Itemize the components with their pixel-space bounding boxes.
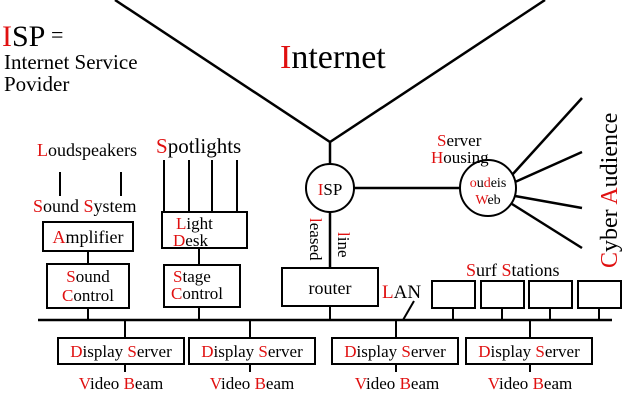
sound-control-line1: Sound <box>66 267 110 286</box>
display-server-label-3: Display Server <box>344 342 446 361</box>
display-server-label-2: Display Server <box>201 342 303 361</box>
audience-line-1 <box>511 97 583 176</box>
light-desk-line1: Light <box>176 214 213 233</box>
light-desk-box <box>161 211 248 249</box>
leased-line-label-1: leased <box>306 218 325 261</box>
cyber-audience-label: Cyber Audience <box>597 113 623 268</box>
surf-station-1 <box>431 280 476 309</box>
audience-line-4 <box>511 202 583 250</box>
isp-node <box>305 163 355 213</box>
lan-pointer <box>402 300 415 321</box>
legend-equals: = <box>51 22 63 47</box>
display-server-label-4: Display Server <box>478 342 580 361</box>
spotlights-label: Spotlights <box>156 134 241 158</box>
server-housing-line2: Housing <box>431 148 489 167</box>
legend-line1: Internet Service <box>4 50 138 74</box>
thin-connectors <box>59 160 600 372</box>
loudspeakers-label: Loudspeakers <box>37 140 137 160</box>
oudeis-web-node <box>459 159 517 217</box>
video-beam-label-3: Video Beam <box>355 374 439 393</box>
display-server-box-1 <box>57 337 185 365</box>
amplifier-box <box>42 221 134 252</box>
stage-control-line2: Control <box>171 284 223 303</box>
light-desk-line2: Desk <box>173 231 208 250</box>
sound-control-box <box>46 263 130 309</box>
sound-system-label: Sound System <box>33 196 137 216</box>
connectors <box>38 0 612 322</box>
surf-station-3 <box>528 280 573 309</box>
audience-line-2 <box>514 150 583 184</box>
surf-station-2 <box>480 280 525 309</box>
leased-line-label-2: line <box>334 232 353 258</box>
video-beam-label-2: Video Beam <box>210 374 294 393</box>
isp-node-label: ISP <box>318 180 343 199</box>
oudeis-web-line1: oudeis <box>470 176 507 191</box>
display-server-box-4 <box>465 337 593 365</box>
lan-label: LAN <box>382 282 421 303</box>
display-server-box-2 <box>188 337 316 365</box>
video-beam-label-1: Video Beam <box>79 374 163 393</box>
stage-control-line1: Stage <box>173 267 211 286</box>
legend-line2: Povider <box>4 72 69 96</box>
internet-link-left <box>114 0 331 144</box>
labels: ISP = Internet Service Povider Internet … <box>2 20 623 393</box>
router-label: router <box>309 278 352 298</box>
video-beam-label-4: Video Beam <box>488 374 572 393</box>
legend-abbr: ISP <box>2 20 45 53</box>
oudeis-web-line2: Web <box>475 193 500 208</box>
router-box <box>281 267 379 307</box>
amplifier-label: Amplifier <box>53 227 124 247</box>
surf-stations-label: Surf Stations <box>466 260 560 280</box>
display-server-box-3 <box>331 337 459 365</box>
audience-line-3 <box>514 194 583 210</box>
server-housing-line1: Server <box>437 131 482 150</box>
internet-link-right <box>329 0 546 144</box>
internet-label: Internet <box>280 39 386 76</box>
nodes <box>42 159 622 365</box>
surf-station-4 <box>577 280 622 309</box>
display-server-label-1: Display Server <box>70 342 172 361</box>
stage-control-box <box>163 264 241 308</box>
sound-control-line2: Control <box>62 286 114 305</box>
